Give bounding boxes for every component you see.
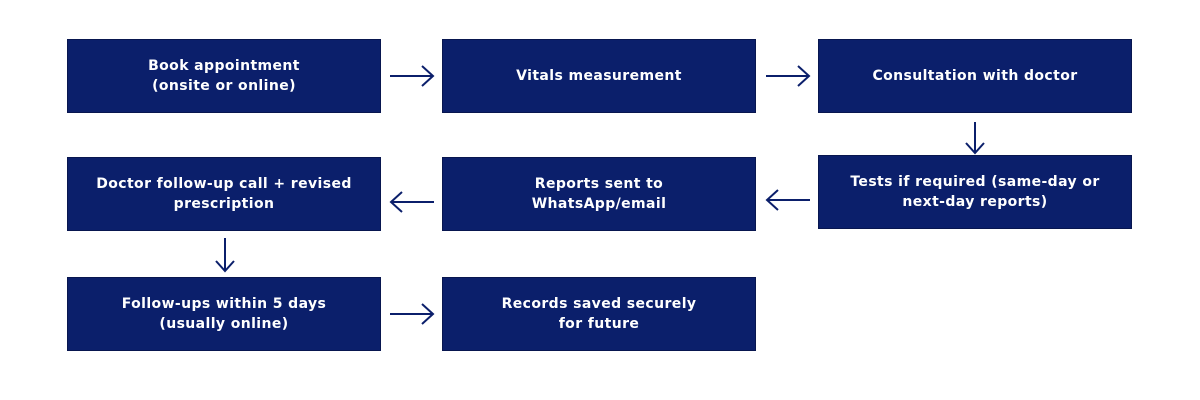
arrow-left-icon — [388, 190, 436, 214]
step-records-saved: Records saved securely for future — [442, 277, 756, 351]
step-tests-if-required: Tests if required (same-day or next-day … — [818, 155, 1132, 229]
step-follow-ups: Follow-ups within 5 days (usually online… — [67, 277, 381, 351]
step-label: Book appointment (onsite or online) — [148, 58, 300, 94]
step-label: Consultation with doctor — [872, 68, 1078, 84]
step-label: Follow-ups within 5 days (usually online… — [121, 296, 327, 332]
step-reports-sent: Reports sent to WhatsApp/email — [442, 157, 756, 231]
step-label: Records saved securely for future — [501, 296, 697, 332]
arrow-right-icon — [388, 64, 436, 88]
arrow-right-icon — [388, 302, 436, 326]
arrow-left-icon — [764, 188, 812, 212]
arrow-down-icon — [963, 121, 987, 155]
arrow-down-icon — [213, 237, 237, 273]
step-label: Reports sent to WhatsApp/email — [531, 176, 667, 212]
arrow-right-icon — [764, 64, 812, 88]
step-label: Vitals measurement — [516, 68, 682, 84]
step-consultation: Consultation with doctor — [818, 39, 1132, 113]
step-label: Tests if required (same-day or next-day … — [850, 174, 1100, 210]
step-label: Doctor follow-up call + revised prescrip… — [96, 176, 352, 212]
step-vitals-measurement: Vitals measurement — [442, 39, 756, 113]
step-book-appointment: Book appointment (onsite or online) — [67, 39, 381, 113]
step-doctor-follow-up-call: Doctor follow-up call + revised prescrip… — [67, 157, 381, 231]
